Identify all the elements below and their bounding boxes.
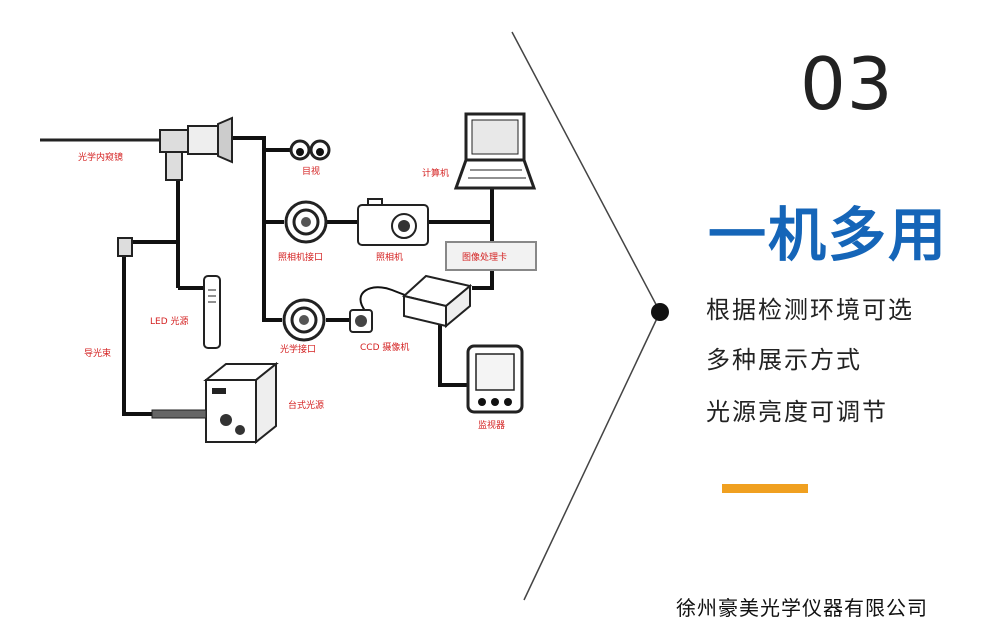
chevron-node-dot	[651, 303, 669, 321]
label-desktop-light: 台式光源	[288, 399, 324, 411]
eyes-icon	[289, 139, 331, 161]
label-camera-interface: 照相机接口	[278, 251, 323, 263]
camera-interface-icon	[284, 200, 328, 244]
step-number: 03	[800, 42, 894, 126]
company-name: 徐州豪美光学仪器有限公司	[676, 596, 928, 620]
label-eyes: 目视	[302, 165, 320, 177]
label-endoscope: 光学内窥镜	[78, 151, 123, 163]
camera-icon	[357, 198, 429, 246]
laptop-icon	[453, 112, 537, 190]
chevron-divider	[511, 31, 669, 601]
label-ccd-camera: CCD 摄像机	[360, 341, 409, 353]
light-guide-connector-icon	[117, 237, 133, 257]
desktop-light-icon	[151, 361, 279, 445]
feature-line: 光源亮度可调节	[706, 398, 888, 426]
led-light-icon	[203, 275, 221, 349]
optical-interface-icon	[282, 298, 326, 342]
feature-line: 多种展示方式	[706, 346, 862, 374]
label-optical-interface: 光学接口	[280, 343, 316, 355]
connector-lines	[122, 136, 494, 416]
label-computer: 计算机	[422, 167, 449, 179]
image-card-box	[445, 241, 537, 271]
label-led-light: LED 光源	[150, 315, 189, 327]
accent-bar	[722, 484, 808, 493]
label-monitor: 监视器	[478, 419, 505, 431]
monitor-icon	[466, 344, 524, 414]
label-light-guide: 导光束	[84, 347, 111, 359]
label-image-card: 图像处理卡	[462, 251, 507, 263]
ccd-camera-icon	[349, 309, 373, 333]
endoscope-icon	[40, 116, 233, 181]
headline: 一机多用	[708, 201, 949, 269]
feature-line: 根据检测环境可选	[706, 296, 914, 324]
processor-box-icon	[401, 274, 473, 329]
label-camera: 照相机	[376, 251, 403, 263]
